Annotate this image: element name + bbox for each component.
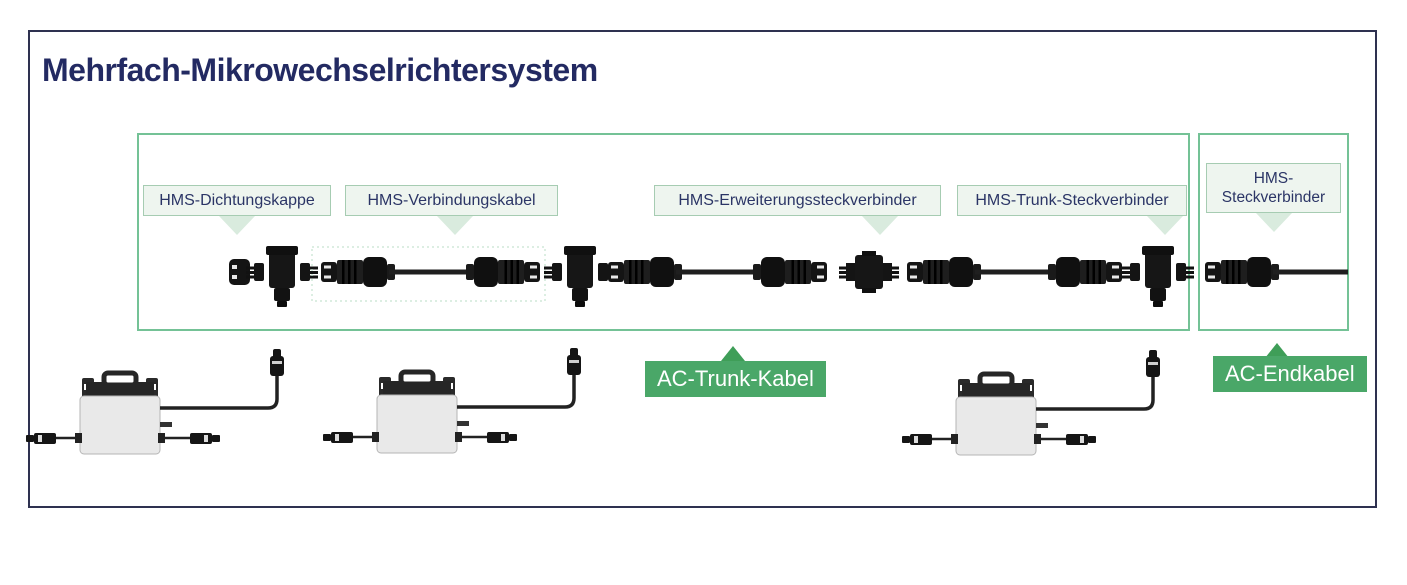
label-sealing-cap: HMS-Dichtungskappe bbox=[143, 185, 331, 216]
label-connection-cable: HMS-Verbindungskabel bbox=[345, 185, 558, 216]
label-trunk-connector: HMS-Trunk-Steckverbinder bbox=[957, 185, 1187, 216]
label-extension-connector: HMS-Erweiterungssteckverbinder bbox=[654, 185, 941, 216]
ac-cable-assembly-graphic bbox=[229, 246, 1348, 307]
ac-end-cable-badge: AC-Endkabel bbox=[1213, 356, 1367, 392]
microinverter-graphic bbox=[317, 347, 627, 477]
microinverter-graphic bbox=[20, 348, 330, 478]
cable-connector-graphic bbox=[608, 257, 682, 287]
trunk-connector-graphic bbox=[246, 246, 318, 307]
cable-connector-graphic bbox=[321, 257, 395, 287]
trunk-connector-graphic bbox=[1122, 246, 1194, 307]
end-connector-graphic bbox=[1205, 257, 1279, 287]
cable-connector-graphic bbox=[753, 257, 827, 287]
cable-connector-graphic bbox=[466, 257, 540, 287]
label-end-connector: HMS-Steckverbinder bbox=[1206, 163, 1341, 213]
diagram-title: Mehrfach-Mikrowechselrichtersystem bbox=[42, 52, 598, 88]
trunk-cable-group-box bbox=[137, 133, 1190, 331]
cable-connector-graphic bbox=[1048, 257, 1122, 287]
ac-trunk-cable-badge: AC-Trunk-Kabel bbox=[645, 361, 826, 397]
cable-connector-graphic bbox=[907, 257, 981, 287]
extension-connector-graphic bbox=[839, 251, 899, 293]
trunk-connector-graphic bbox=[544, 246, 616, 307]
microinverter-graphic bbox=[896, 349, 1206, 479]
